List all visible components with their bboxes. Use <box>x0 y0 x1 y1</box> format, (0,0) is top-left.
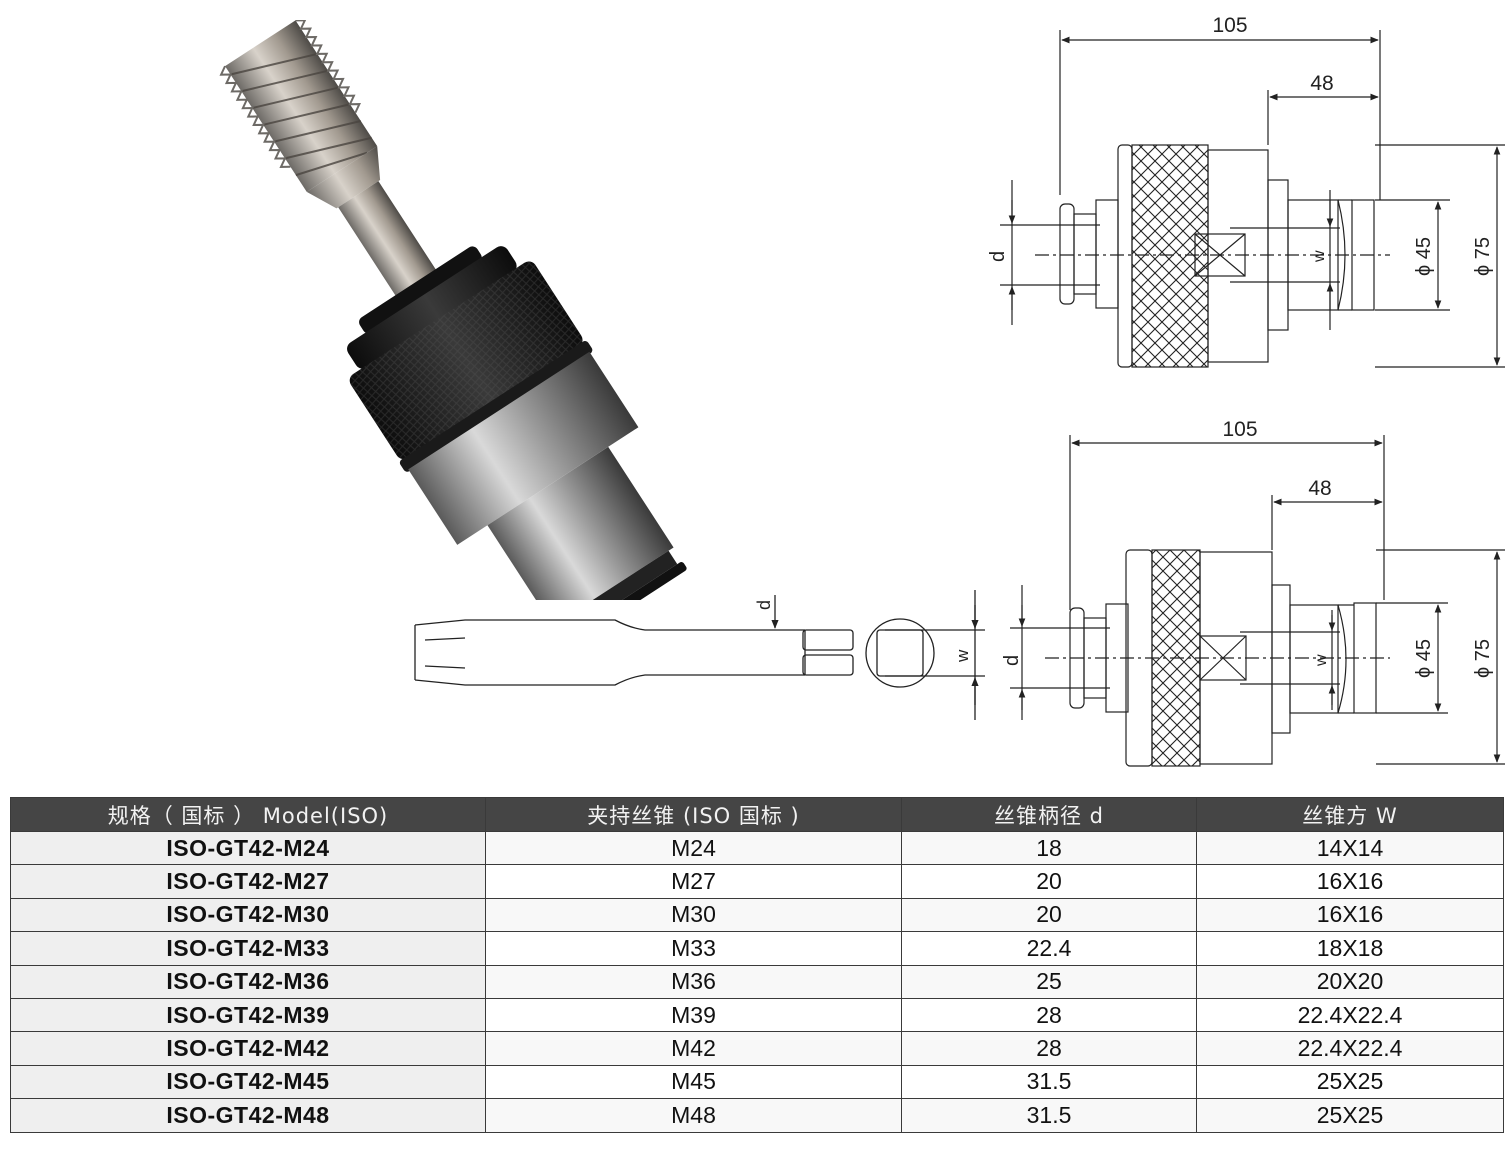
tap-shank <box>338 181 439 300</box>
header-model: 规格（ 国标 ） Model(ISO) <box>10 797 486 832</box>
tap-drawing: d w <box>414 590 985 720</box>
cell-model: ISO-GT42-M30 <box>10 897 486 933</box>
holder-shank <box>487 446 674 600</box>
table-row: ISO-GT42-M42 M42 28 22.4X22.4 <box>10 1031 1504 1066</box>
table-row: ISO-GT42-M39 M39 28 22.4X22.4 <box>10 997 1504 1033</box>
table-row: ISO-GT42-M24 M24 18 14X14 <box>10 830 1504 866</box>
label-w-top: w <box>1311 250 1328 263</box>
table-row: ISO-GT42-M48 M48 31.5 25X25 <box>10 1098 1504 1133</box>
label-w-bottom: w <box>1313 654 1330 667</box>
cell-tap-square: 22.4X22.4 <box>1196 997 1504 1033</box>
product-photo <box>219 20 687 600</box>
cell-model: ISO-GT42-M48 <box>10 1098 486 1133</box>
dim-partial-top: 48 <box>1310 72 1333 95</box>
tap-flutes <box>219 20 381 209</box>
cell-model: ISO-GT42-M45 <box>10 1064 486 1100</box>
cell-tap-square: 14X14 <box>1196 830 1504 866</box>
cell-tap-size: M36 <box>485 964 902 999</box>
header-shank-diameter: 丝锥柄径 d <box>901 797 1197 832</box>
cell-tap-size: M27 <box>485 864 902 899</box>
cell-shank-diameter: 28 <box>901 1031 1197 1066</box>
dim-total-top: 105 <box>1212 14 1247 37</box>
label-phi75-bottom: ϕ 75 <box>1472 639 1494 678</box>
header-tap-square: 丝锥方 W <box>1196 797 1504 832</box>
cell-tap-size: M24 <box>485 830 902 866</box>
cell-tap-square: 25X25 <box>1196 1098 1504 1133</box>
cell-shank-diameter: 31.5 <box>901 1064 1197 1100</box>
dim-partial-bottom: 48 <box>1308 477 1331 500</box>
cell-tap-square: 25X25 <box>1196 1064 1504 1100</box>
cell-tap-square: 20X20 <box>1196 964 1504 999</box>
cell-model: ISO-GT42-M42 <box>10 1031 486 1066</box>
cell-model: ISO-GT42-M36 <box>10 964 486 999</box>
table-header-row: 规格（ 国标 ） Model(ISO) 夹持丝锥 (ISO 国标 ) 丝锥柄径 … <box>10 797 1504 832</box>
tap-label-d: d <box>754 600 774 610</box>
cell-tap-square: 16X16 <box>1196 864 1504 899</box>
cell-tap-size: M48 <box>485 1098 902 1133</box>
label-phi45-bottom: ϕ 45 <box>1413 639 1435 678</box>
label-d-top: d <box>987 251 1009 262</box>
label-phi75-top: ϕ 75 <box>1472 237 1494 276</box>
cell-model: ISO-GT42-M24 <box>10 830 486 866</box>
cell-tap-square: 18X18 <box>1196 931 1504 966</box>
cell-shank-diameter: 31.5 <box>901 1098 1197 1133</box>
cell-tap-square: 22.4X22.4 <box>1196 1031 1504 1066</box>
cell-tap-size: M42 <box>485 1031 902 1066</box>
table-row: ISO-GT42-M33 M33 22.4 18X18 <box>10 931 1504 966</box>
tap-label-w: w <box>953 649 972 663</box>
cell-tap-size: M33 <box>485 931 902 966</box>
cell-model: ISO-GT42-M39 <box>10 997 486 1033</box>
cell-shank-diameter: 20 <box>901 897 1197 933</box>
cell-shank-diameter: 22.4 <box>901 931 1197 966</box>
cell-shank-diameter: 28 <box>901 997 1197 1033</box>
dim-total-bottom: 105 <box>1222 418 1257 441</box>
drawing-bottom: 105 48 d w ϕ 45 ϕ 75 <box>1001 418 1505 767</box>
cell-shank-diameter: 25 <box>901 964 1197 999</box>
cell-shank-diameter: 20 <box>901 864 1197 899</box>
table-row: ISO-GT42-M36 M36 25 20X20 <box>10 964 1504 999</box>
table-row: ISO-GT42-M30 M30 20 16X16 <box>10 897 1504 933</box>
drawing-top: 105 48 d w ϕ 45 ϕ 75 <box>987 14 1505 368</box>
cell-model: ISO-GT42-M33 <box>10 931 486 966</box>
holder-nut-ring <box>359 246 482 334</box>
label-phi45-top: ϕ 45 <box>1413 237 1435 276</box>
header-tap-size: 夹持丝锥 (ISO 国标 ) <box>485 797 902 832</box>
table-row: ISO-GT42-M27 M27 20 16X16 <box>10 864 1504 899</box>
label-d-bottom: d <box>1001 655 1023 666</box>
holder-body <box>408 351 639 545</box>
cell-shank-diameter: 18 <box>901 830 1197 866</box>
spec-table: 规格（ 国标 ） Model(ISO) 夹持丝锥 (ISO 国标 ) 丝锥柄径 … <box>10 797 1504 1133</box>
cell-tap-size: M45 <box>485 1064 902 1100</box>
cell-tap-size: M39 <box>485 997 902 1033</box>
cell-tap-size: M30 <box>485 897 902 933</box>
table-row: ISO-GT42-M45 M45 31.5 25X25 <box>10 1064 1504 1100</box>
cell-model: ISO-GT42-M27 <box>10 864 486 899</box>
cell-tap-square: 16X16 <box>1196 897 1504 933</box>
